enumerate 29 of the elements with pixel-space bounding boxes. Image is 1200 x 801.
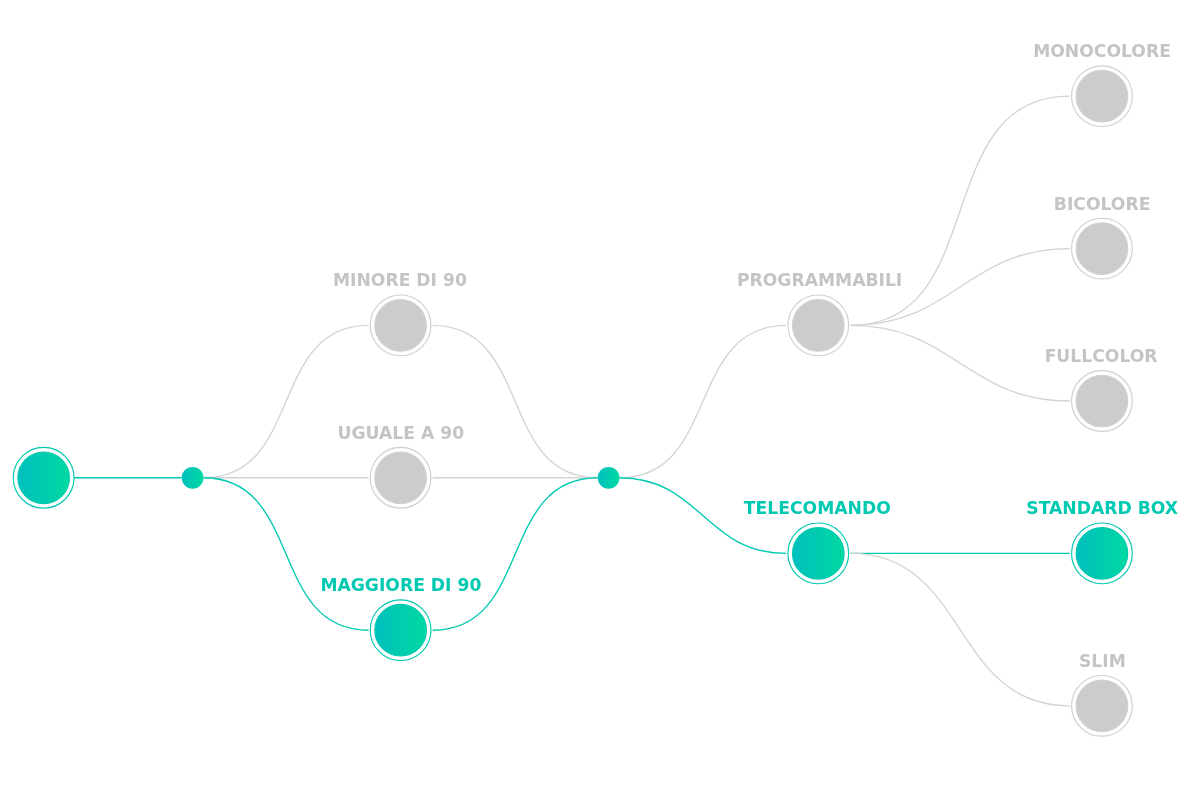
node-circle: [12, 446, 75, 509]
node-label: FULLCOLOR: [1044, 345, 1158, 366]
node-circle: [787, 521, 850, 584]
node-label: MAGGIORE DI 90: [320, 574, 482, 595]
node-label: STANDARD BOX: [1026, 497, 1179, 518]
node-label: PROGRAMMABILI: [736, 269, 903, 290]
node-label: TELECOMANDO: [743, 497, 891, 518]
connector: [73, 476, 183, 478]
connector: [849, 552, 1071, 707]
node-circle: [787, 293, 850, 356]
node-circle: [1071, 64, 1133, 127]
node-circle: [181, 466, 204, 489]
node-label: MONOCOLORE: [1033, 40, 1171, 61]
node-circle: [1071, 369, 1133, 432]
node-circle: [369, 446, 432, 509]
node-label: UGUALE A 90: [337, 422, 465, 443]
connector: [618, 476, 787, 554]
connector: [432, 476, 599, 631]
node-label: SLIM: [1079, 650, 1126, 671]
node-circle: [1071, 521, 1133, 584]
connector: [202, 476, 370, 631]
node-circle: [1071, 674, 1133, 737]
node-label: MINORE DI 90: [332, 269, 467, 290]
node-circle: [369, 598, 432, 661]
node-circle: [1071, 217, 1133, 280]
node-circle: [369, 293, 432, 356]
node-circle: [597, 466, 620, 489]
node-label: BICOLORE: [1053, 193, 1151, 214]
connector: [849, 324, 1071, 402]
